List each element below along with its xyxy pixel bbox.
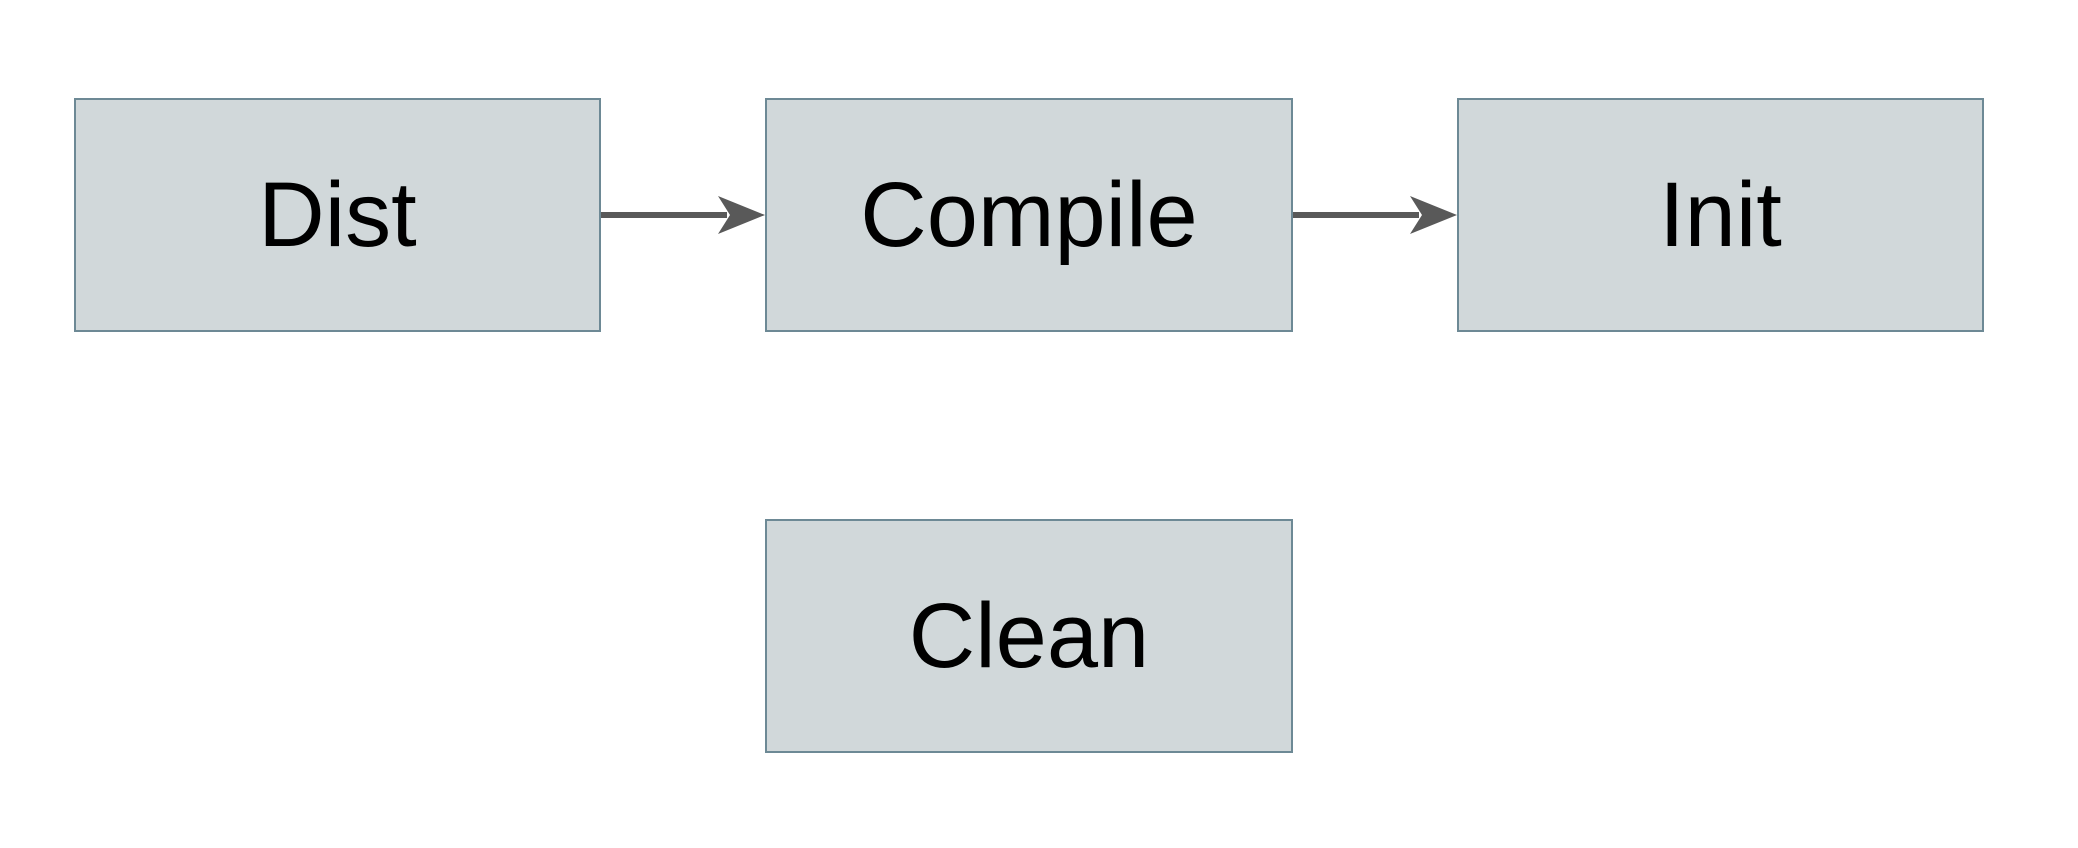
node-compile-label: Compile — [860, 164, 1198, 266]
node-clean-label: Clean — [908, 585, 1150, 687]
node-clean: Clean — [765, 519, 1293, 753]
node-init: Init — [1457, 98, 1984, 332]
node-dist: Dist — [74, 98, 601, 332]
arrow-compile-to-init — [1293, 196, 1457, 234]
arrow-dist-to-compile — [601, 196, 765, 234]
node-compile: Compile — [765, 98, 1293, 332]
node-init-label: Init — [1659, 164, 1782, 266]
node-dist-label: Dist — [258, 164, 417, 266]
